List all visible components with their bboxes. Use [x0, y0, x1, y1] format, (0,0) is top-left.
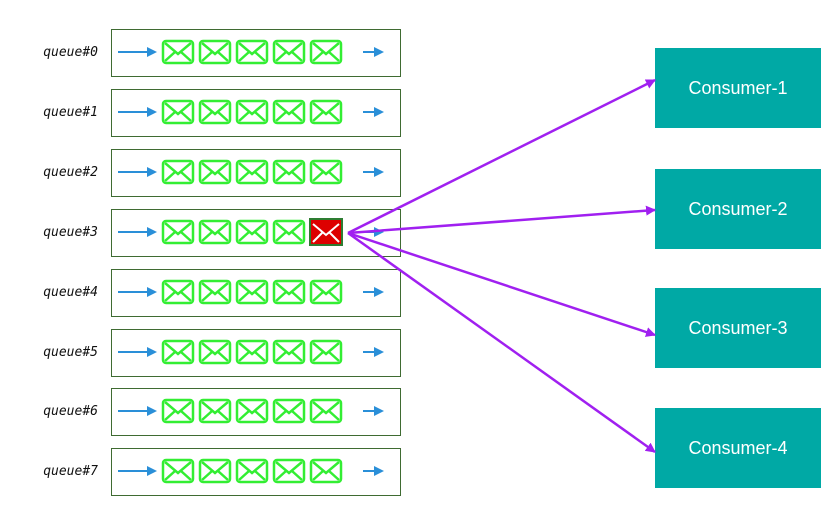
incoming-arrow-icon — [118, 167, 157, 177]
incoming-arrow-icon — [118, 406, 157, 416]
envelope-icon — [272, 99, 306, 125]
envelope-icon — [198, 219, 232, 245]
envelope-icon — [235, 279, 269, 305]
queue-label: queue#7 — [43, 464, 98, 479]
envelope-icon — [309, 279, 343, 305]
consumer-box: Consumer-4 — [655, 408, 821, 488]
envelope-icon — [161, 458, 195, 484]
envelope-icon — [235, 99, 269, 125]
envelope-icon — [309, 39, 343, 65]
envelope-icon — [272, 339, 306, 365]
queue-box — [111, 388, 401, 436]
queue-label: queue#0 — [43, 45, 98, 60]
queue-box — [111, 89, 401, 137]
incoming-arrow-icon — [118, 47, 157, 57]
queue-box — [111, 269, 401, 317]
envelope-icon — [161, 39, 195, 65]
envelope-icon — [198, 458, 232, 484]
envelope-icon — [161, 279, 195, 305]
outgoing-arrow-icon — [363, 47, 384, 57]
outgoing-arrow-icon — [363, 107, 384, 117]
envelope-icon — [272, 159, 306, 185]
envelope-icon — [198, 398, 232, 424]
queue-box — [111, 448, 401, 496]
envelope-icon — [235, 219, 269, 245]
incoming-arrow-icon — [118, 287, 157, 297]
envelope-icon — [161, 339, 195, 365]
queue-box — [111, 209, 401, 257]
envelope-icon — [198, 39, 232, 65]
queue-label: queue#2 — [43, 165, 98, 180]
envelope-icon — [198, 159, 232, 185]
envelope-icon — [198, 339, 232, 365]
envelope-icon — [161, 219, 195, 245]
queue-label: queue#3 — [43, 225, 98, 240]
incoming-arrow-icon — [118, 227, 157, 237]
envelope-icon — [235, 398, 269, 424]
envelope-icon — [198, 99, 232, 125]
queue-label: queue#1 — [43, 105, 98, 120]
consumer-box: Consumer-2 — [655, 169, 821, 249]
envelope-icon — [272, 39, 306, 65]
envelope-icon — [309, 458, 343, 484]
envelope-icon — [235, 458, 269, 484]
incoming-arrow-icon — [118, 107, 157, 117]
envelope-icon — [161, 398, 195, 424]
envelope-icon — [309, 398, 343, 424]
queue-box — [111, 329, 401, 377]
queue-box — [111, 149, 401, 197]
envelope-icon — [272, 219, 306, 245]
incoming-arrow-icon — [118, 347, 157, 357]
envelope-icon — [235, 159, 269, 185]
outgoing-arrow-icon — [363, 406, 384, 416]
incoming-arrow-icon — [118, 466, 157, 476]
envelope-icon — [309, 339, 343, 365]
outgoing-arrow-icon — [363, 347, 384, 357]
envelope-icon — [309, 99, 343, 125]
envelope-icon — [272, 458, 306, 484]
queue-label: queue#6 — [43, 404, 98, 419]
envelope-icon — [309, 159, 343, 185]
envelope-icon — [272, 279, 306, 305]
envelope-icon — [161, 99, 195, 125]
envelope-icon — [235, 339, 269, 365]
queue-box — [111, 29, 401, 77]
outgoing-arrow-icon — [363, 466, 384, 476]
outgoing-arrow-icon — [363, 167, 384, 177]
outgoing-arrow-icon — [363, 227, 384, 237]
queue-label: queue#5 — [43, 345, 98, 360]
envelope-icon — [272, 398, 306, 424]
highlighted-envelope-icon — [309, 218, 343, 246]
outgoing-arrow-icon — [363, 287, 384, 297]
queue-label: queue#4 — [43, 285, 98, 300]
envelope-icon — [235, 39, 269, 65]
consumer-box: Consumer-1 — [655, 48, 821, 128]
consumer-box: Consumer-3 — [655, 288, 821, 368]
envelope-icon — [161, 159, 195, 185]
envelope-icon — [198, 279, 232, 305]
